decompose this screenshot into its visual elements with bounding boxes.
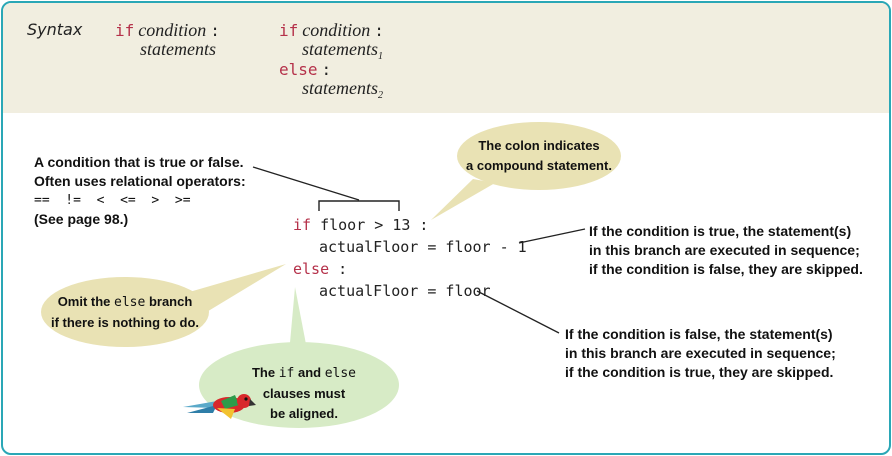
bubble-line: be aligned. (270, 406, 338, 421)
code-keyword-else: else (293, 260, 330, 278)
syntax-else-line: else : (279, 60, 331, 80)
syntax-form-if: if condition : (115, 20, 220, 41)
code-keyword-if: if (293, 216, 312, 234)
bubble-line: if there is nothing to do. (50, 315, 200, 330)
callout-graphics (41, 122, 621, 428)
note-line: If the condition is true, the statement(… (589, 223, 852, 239)
syntax-keyword-if: if (279, 21, 299, 40)
note-line: A condition that is true or false. (34, 154, 244, 170)
false-branch-connector (476, 290, 560, 334)
syntax-condition: condition (138, 20, 207, 40)
note-line: if the condition is false, they are skip… (589, 261, 863, 277)
note-line: Often uses relational operators: (34, 173, 246, 189)
code-else-colon: : (329, 260, 348, 278)
note-line: If the condition is false, the statement… (565, 326, 833, 342)
syntax-band: Syntax if condition : statements if cond… (3, 3, 889, 113)
bubble-code-if: if (278, 366, 295, 381)
aligned-bubble-text: The if and else clauses must be aligned. (229, 363, 379, 424)
code-line-if: if floor > 13 : (293, 216, 428, 234)
colon-bubble-tail (431, 179, 495, 220)
bubble-text-part: Omit the (57, 294, 115, 309)
false-branch-note: If the condition is false, the statement… (565, 325, 836, 382)
subscript-2: 2 (378, 90, 383, 101)
note-line: in this branch are executed in sequence; (589, 242, 860, 258)
bubble-line: clauses must (262, 386, 346, 401)
bubble-text-part: The (251, 365, 279, 380)
syntax-form-if-else: if condition : (279, 20, 384, 41)
bubble-line: Omit the else branch (43, 292, 207, 313)
bubble-code-else: else (114, 295, 146, 310)
subscript-1: 1 (378, 51, 383, 62)
syntax-colon: : (374, 21, 384, 40)
statements-text: statements (302, 39, 378, 59)
syntax-colon: : (210, 21, 220, 40)
syntax-statements-2: statements2 (302, 78, 383, 101)
relational-operators: == != < <= > >= (34, 193, 191, 208)
true-branch-note: If the condition is true, the statement(… (589, 222, 863, 279)
syntax-statements: statements (140, 39, 216, 59)
syntax-keyword-else: else (279, 60, 318, 79)
aligned-bubble (199, 342, 399, 428)
condition-connector (252, 166, 360, 201)
parrot-icon (183, 394, 256, 419)
syntax-colon: : (321, 60, 332, 79)
syntax-condition: condition (302, 20, 371, 40)
omit-else-bubble (41, 277, 209, 347)
code-line-false-statement: actualFloor = floor (319, 282, 491, 300)
note-line: in this branch are executed in sequence; (565, 345, 836, 361)
colon-bubble (457, 122, 621, 190)
omit-else-bubble-text: Omit the else branch if there is nothing… (43, 292, 207, 333)
statements-text: statements (302, 78, 378, 98)
bubble-text-part: and (294, 365, 325, 380)
condition-note: A condition that is true or false. Often… (34, 153, 246, 229)
bubble-text-part: branch (145, 294, 193, 309)
omit-else-bubble-tail (179, 264, 286, 313)
condition-bracket (318, 200, 400, 211)
code-line-true-statement: actualFloor = floor - 1 (319, 238, 527, 256)
note-line: if the condition is true, they are skipp… (565, 364, 834, 380)
bubble-line: The if and else (229, 363, 379, 384)
bubble-line: a compound statement. (466, 158, 612, 173)
code-line-else: else : (293, 260, 347, 278)
syntax-keyword-if: if (115, 21, 135, 40)
code-condition: floor > 13 : (311, 216, 429, 234)
bubble-line: The colon indicates (478, 138, 600, 153)
note-line: (See page 98.) (34, 211, 129, 227)
syntax-statements-1: statements1 (302, 39, 383, 62)
colon-bubble-text: The colon indicates a compound statement… (459, 136, 619, 176)
true-branch-connector (518, 228, 586, 244)
syntax-label: Syntax (27, 20, 83, 39)
bubble-code-else: else (324, 366, 357, 381)
